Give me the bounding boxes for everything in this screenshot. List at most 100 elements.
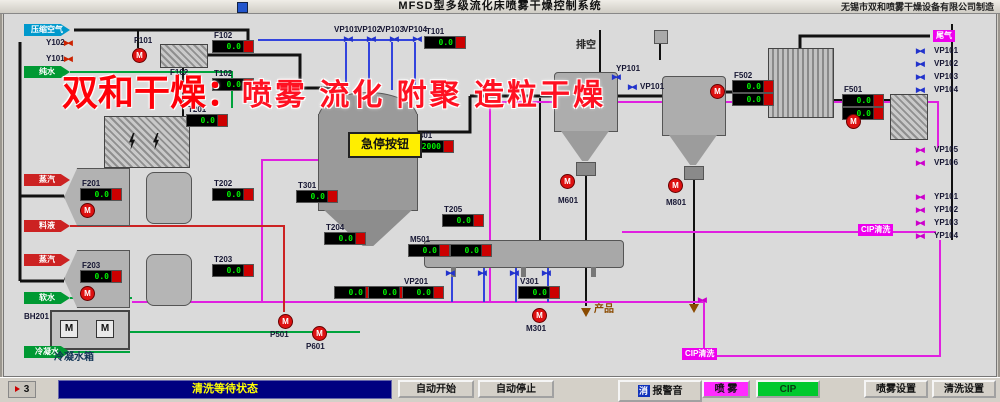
- valve-icon[interactable]: ▶◀: [916, 194, 925, 201]
- display-unit: [217, 115, 227, 126]
- instrument-tag: YP101: [616, 64, 641, 73]
- valve-icon[interactable]: ▶◀: [916, 61, 925, 68]
- tailgas-label: 尾气: [933, 30, 955, 42]
- instrument-tag: M301: [526, 324, 547, 333]
- instrument-tag: M601: [558, 196, 579, 205]
- auto-start-button[interactable]: 自动开始: [398, 380, 474, 398]
- value-display: 0.0: [732, 80, 774, 93]
- instrument-tag: P501: [270, 330, 289, 339]
- display-value: 0.0: [422, 246, 437, 255]
- cip-mid-label: CIP清洗: [858, 224, 894, 236]
- mute-alarm-button[interactable]: 消报警音: [618, 380, 702, 402]
- clean-settings-button[interactable]: 清洗设置: [932, 380, 996, 398]
- valve-icon[interactable]: ▶◀: [64, 40, 73, 47]
- valve-icon[interactable]: ▶◀: [628, 84, 637, 91]
- valve-icon[interactable]: ▶◀: [390, 36, 399, 43]
- display-unit: [327, 191, 337, 202]
- feed-tank-1: [146, 172, 192, 224]
- display-unit: [243, 189, 253, 200]
- valve-icon[interactable]: ▶◀: [478, 270, 487, 277]
- pump-icon[interactable]: M: [710, 84, 725, 99]
- valve-icon[interactable]: ▶◀: [916, 87, 925, 94]
- spray-button[interactable]: 喷 雾: [702, 380, 750, 398]
- hopper-cone: [669, 135, 717, 165]
- display-unit: [355, 233, 365, 244]
- pump-icon[interactable]: M: [96, 320, 114, 338]
- instrument-tag: VP106: [934, 158, 959, 167]
- display-unit: [763, 94, 773, 105]
- valve-icon[interactable]: ▶◀: [542, 270, 551, 277]
- pump-icon[interactable]: M: [560, 174, 575, 189]
- fluid-bed-leg: [591, 267, 596, 277]
- valve-icon[interactable]: ▶◀: [446, 270, 455, 277]
- vent-valve[interactable]: [654, 30, 668, 44]
- cip-button[interactable]: CIP: [756, 380, 820, 398]
- instrument-tag: VP101: [334, 25, 359, 34]
- instrument-tag: VP103: [380, 25, 405, 34]
- status-bar: 3 清洗等待状态 自动开始 自动停止 消报警音 喷 雾 CIP 喷雾设置 清洗设…: [0, 377, 1000, 402]
- valve-icon[interactable]: ▶◀: [916, 147, 925, 154]
- value-display: 0.0: [80, 270, 122, 283]
- valve-icon[interactable]: ▶◀: [413, 36, 422, 43]
- status-message: 清洗等待状态: [58, 380, 392, 399]
- value-display: 0.0: [424, 36, 466, 49]
- display-unit: [439, 245, 449, 256]
- valve-icon[interactable]: ▶◀: [916, 207, 925, 214]
- display-tag: T101: [426, 27, 445, 36]
- emergency-stop-button[interactable]: 急停按钮: [348, 132, 422, 158]
- pump-icon[interactable]: M: [846, 114, 861, 129]
- display-unit: [243, 79, 253, 90]
- valve-icon[interactable]: ▶◀: [698, 297, 707, 304]
- instrument-tag: VP101: [640, 82, 665, 91]
- air-heater: [160, 44, 208, 68]
- pump-icon[interactable]: M: [80, 203, 95, 218]
- instrument-tag: YP104: [934, 231, 959, 240]
- pump-icon[interactable]: M: [278, 314, 293, 329]
- page-indicator: 3: [8, 381, 36, 398]
- instrument-tag: YP101: [934, 192, 959, 201]
- valve-icon[interactable]: ▶◀: [916, 48, 925, 55]
- display-unit: [763, 81, 773, 92]
- condensate-tank: M M: [50, 310, 130, 350]
- valve-icon[interactable]: ▶◀: [64, 56, 73, 63]
- display-unit: [873, 108, 883, 119]
- instrument-tag: VP103: [934, 72, 959, 81]
- value-display: 0.0: [842, 94, 884, 107]
- instrument-tag: VP102: [357, 25, 382, 34]
- display-unit: [433, 287, 443, 298]
- display-unit: [455, 37, 465, 48]
- auto-stop-button[interactable]: 自动停止: [478, 380, 554, 398]
- display-unit: [243, 41, 253, 52]
- display-value: 0.0: [464, 246, 479, 255]
- valve-icon[interactable]: ▶◀: [612, 74, 621, 81]
- valve-icon[interactable]: ▶◀: [510, 270, 519, 277]
- spray-settings-button[interactable]: 喷雾设置: [864, 380, 928, 398]
- value-display: 0.0: [212, 188, 254, 201]
- valve-icon[interactable]: ▶◀: [916, 233, 925, 240]
- pump-icon[interactable]: M: [668, 178, 683, 193]
- pump-icon[interactable]: M: [532, 308, 547, 323]
- value-display: 0.0: [442, 214, 484, 227]
- pump-icon[interactable]: M: [312, 326, 327, 341]
- rotary-valve[interactable]: [684, 166, 704, 180]
- valve-icon[interactable]: ▶◀: [916, 74, 925, 81]
- pump-icon[interactable]: M: [80, 286, 95, 301]
- valve-icon[interactable]: ▶◀: [916, 160, 925, 167]
- exhaust-filter: [890, 94, 928, 140]
- instrument-tag: Y102: [46, 38, 65, 47]
- valve-icon[interactable]: ▶◀: [344, 36, 353, 43]
- display-value: -2000: [416, 142, 441, 151]
- pump-icon[interactable]: M: [132, 48, 147, 63]
- display-value: 0.0: [416, 288, 431, 297]
- rotary-valve[interactable]: [576, 162, 596, 176]
- display-unit: [111, 189, 121, 200]
- pump-icon[interactable]: M: [60, 320, 78, 338]
- display-value: 0.0: [226, 266, 241, 275]
- display-unit: [243, 265, 253, 276]
- product-label: 产品: [594, 304, 614, 315]
- instrument-tag: Y101: [46, 54, 65, 63]
- valve-icon[interactable]: ▶◀: [367, 36, 376, 43]
- valve-icon[interactable]: ▶◀: [916, 220, 925, 227]
- cyclone-hopper-1: [554, 72, 618, 176]
- vent-label: 排空: [576, 40, 596, 51]
